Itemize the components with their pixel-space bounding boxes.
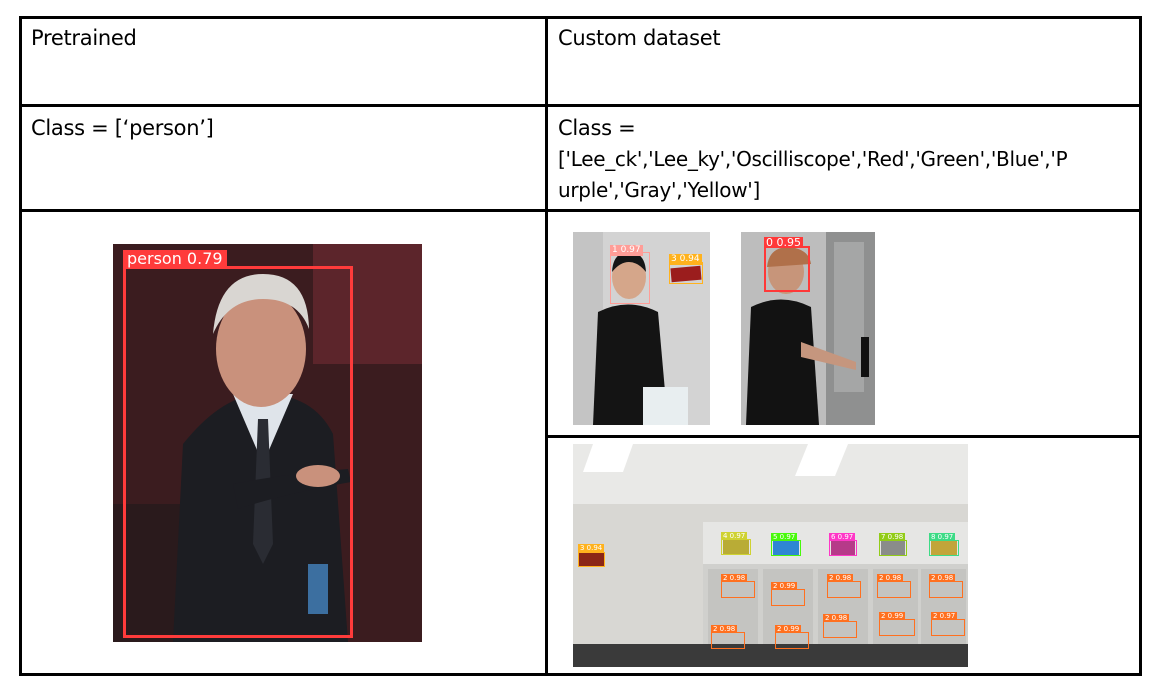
custom-image-lee1: 1 0.97 3 0.94: [573, 232, 710, 425]
lee1-face-box: [610, 252, 650, 304]
comparison-table: [19, 16, 1142, 676]
person-label: person 0.79: [123, 250, 227, 268]
red-object-label: 3 0.94: [669, 254, 702, 265]
lab-blue-box: [771, 540, 801, 556]
scope-box-r1-5: [929, 581, 963, 598]
red-object-box: [669, 262, 703, 284]
lab-green-label: 4 0.97: [721, 532, 748, 540]
lee1-illustration: [573, 232, 710, 425]
scope-label-r2-2: 2 0.99: [775, 625, 802, 633]
lab-illustration: [573, 444, 968, 667]
scope-box-r2-2: [775, 632, 809, 649]
scope-label-r1-2: 2 0.99: [771, 582, 798, 590]
lab-gray-box: [879, 540, 907, 556]
person-illustration: [113, 244, 422, 642]
header-custom-dataset: Custom dataset: [558, 26, 721, 50]
scope-box-r2-5: [931, 619, 965, 636]
class-custom-line1: Class =: [558, 116, 636, 140]
header-pretrained: Pretrained: [31, 26, 137, 50]
lee1-face-label: 1 0.97: [610, 245, 643, 256]
lab-yellow-box: [929, 540, 959, 556]
scope-box-r2-3: [823, 621, 857, 638]
row-divider-1: [19, 104, 1142, 107]
person-bounding-box: [123, 266, 353, 638]
custom-image-lee2: 0 0.95: [741, 232, 875, 425]
class-custom-line2: ['Lee_ck','Lee_ky','Oscilliscope','Red',…: [558, 147, 1068, 171]
scope-label-r2-5: 2 0.97: [931, 612, 958, 620]
scope-box-r2-4: [879, 619, 915, 636]
lab-yellow-label: 8 0.97: [929, 533, 956, 541]
class-custom-line3: urple','Gray','Yellow']: [558, 178, 760, 202]
scope-box-r1-1: [721, 581, 755, 598]
scope-box-r1-2: [771, 589, 805, 606]
pretrained-person-image: person 0.79: [113, 244, 422, 642]
row-divider-right-images: [546, 435, 1142, 438]
lab-red-label: 3 0.94: [578, 544, 605, 552]
scope-label-r1-5: 2 0.98: [929, 574, 956, 582]
lab-green-box: [721, 539, 751, 555]
column-divider: [545, 16, 548, 676]
lab-red-box: [578, 552, 605, 567]
row-divider-2: [19, 209, 1142, 212]
lab-blue-label: 5 0.97: [771, 533, 798, 541]
custom-image-lab: 3 0.94 4 0.97 5 0.97 6 0.97 7 0.98 8 0.9…: [573, 444, 968, 667]
scope-label-r2-1: 2 0.98: [711, 625, 738, 633]
scope-box-r1-3: [827, 581, 861, 598]
lee2-face-box: [764, 246, 810, 292]
scope-label-r2-4: 2 0.99: [879, 612, 906, 620]
scope-box-r2-1: [711, 632, 745, 649]
lab-gray-label: 7 0.98: [879, 533, 906, 541]
scope-label-r2-3: 2 0.98: [823, 614, 850, 622]
scope-label-r1-4: 2 0.98: [877, 574, 904, 582]
lab-purple-box: [829, 540, 857, 556]
scope-box-r1-4: [877, 581, 911, 598]
lee2-face-label: 0 0.95: [764, 236, 803, 249]
scope-label-r1-1: 2 0.98: [721, 574, 748, 582]
lab-purple-label: 6 0.97: [829, 533, 856, 541]
class-pretrained: Class = [‘person’]: [31, 116, 214, 140]
scope-label-r1-3: 2 0.98: [827, 574, 854, 582]
